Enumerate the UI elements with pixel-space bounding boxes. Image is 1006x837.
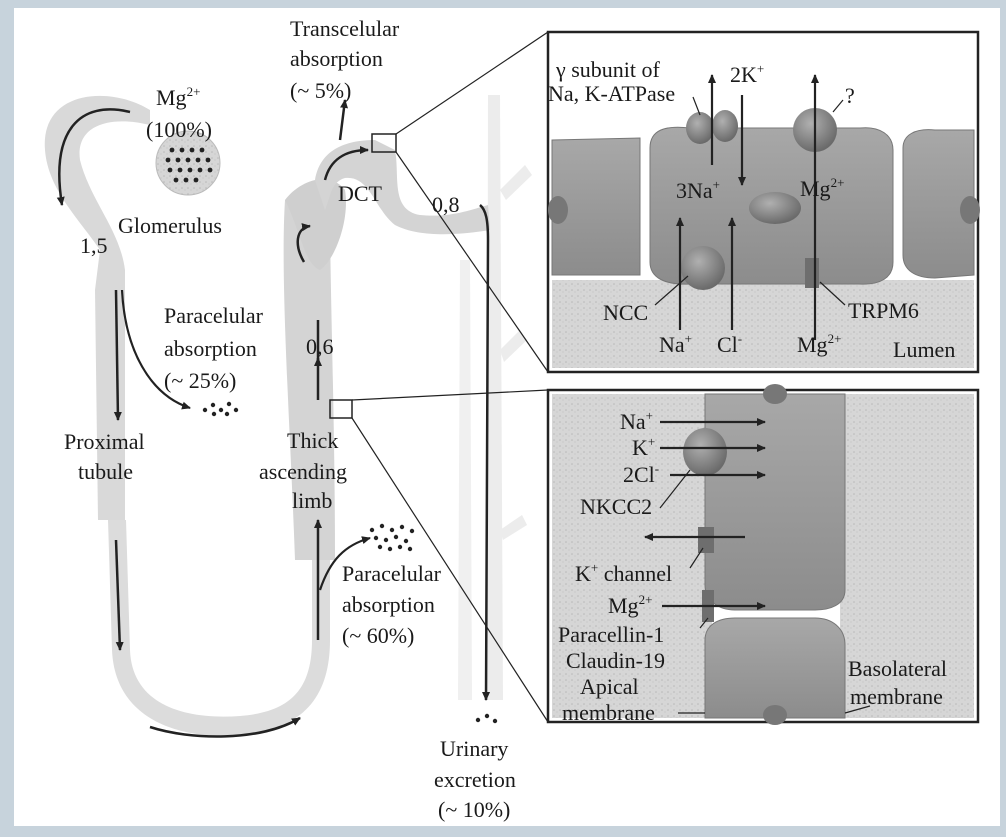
transcellular-percent: (~ 5%) [290,78,351,103]
apical-membrane-label: membrane [562,700,655,725]
paracellular-percent-1: (~ 25%) [164,368,236,393]
urinary-percent: (~ 10%) [438,797,510,822]
glomerulus-label: Glomerulus [118,213,222,238]
gamma-subunit-label: γ subunit of [555,57,661,82]
paracellular-label-1: Paracelular [164,303,264,328]
dct-label: DCT [338,181,383,206]
thick-label: Thick [287,428,338,453]
tal-cell-lower [705,618,845,718]
nkcc2-label: NKCC2 [580,494,652,519]
paracellular-label-2: Paracelular [342,561,442,586]
paracellin-label: Paracellin-1 [558,622,664,647]
question-label: ? [845,83,855,108]
k-channel [698,527,714,553]
trpm6-channel [805,258,819,288]
transcellular-label: Transcelular [290,16,400,41]
nucleus [749,192,801,224]
paracellular-percent-2: (~ 60%) [342,623,414,648]
ascending-label: ascending [259,459,347,484]
paracellular-absorption-2: absorption [342,592,435,617]
ncc-label: NCC [603,300,648,325]
k-channel-label: K+ channel [575,560,672,586]
lumen-label: Lumen [893,337,955,362]
collecting-duct-branch [458,260,472,700]
nkcc2-protein [683,428,727,476]
transcellular-absorption: absorption [290,46,383,71]
na-k-atpase-protein [712,110,738,142]
trpm6-label: TRPM6 [848,298,919,323]
flow-value-1-5: 1,5 [80,233,108,258]
basolateral-label: Basolateral [848,656,947,681]
apical-label: Apical [580,674,639,699]
tal-cell-upper [705,394,845,610]
claudin-label: Claudin-19 [566,648,665,673]
mg-percent: (100%) [146,117,212,142]
excretion-label: excretion [434,767,516,792]
proximal-label: Proximal [64,429,145,454]
paracellular-absorption-1: absorption [164,336,257,361]
flow-value-0-6: 0,6 [306,334,334,359]
tubule-label: tubule [78,459,133,484]
flow-value-0-8: 0,8 [432,192,460,217]
na-k-atpase-label: Na, K-ATPase [548,81,675,106]
limb-label: limb [292,488,332,513]
gamma-subunit-protein [686,112,714,144]
ncc-protein [681,246,725,290]
urinary-label: Urinary [440,736,508,761]
cl2-tal-label: 2Cl- [623,461,659,487]
basolateral-membrane-label: membrane [850,684,943,709]
